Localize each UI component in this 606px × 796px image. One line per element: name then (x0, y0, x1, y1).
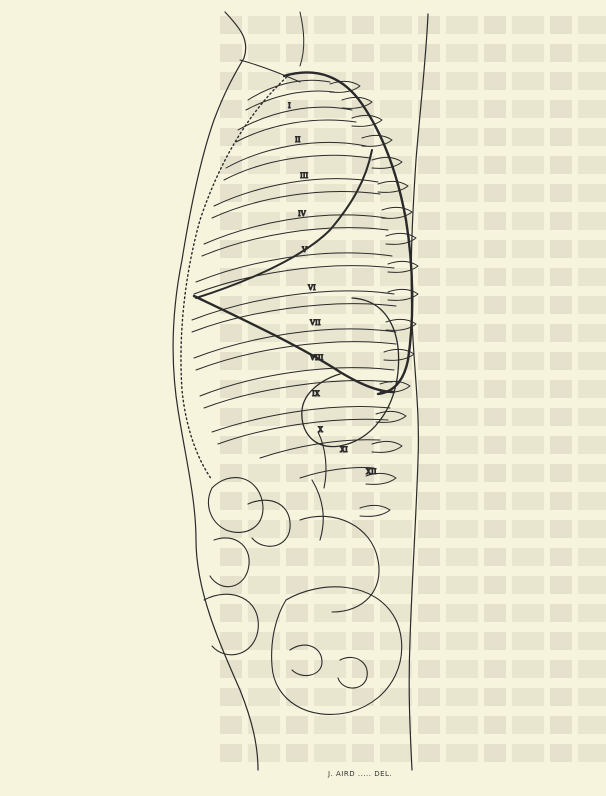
body-back-outline (409, 14, 428, 770)
rib-8 (194, 329, 396, 358)
rib-label-9: IX (312, 390, 320, 398)
rib-6b (194, 266, 394, 294)
rib-label-8: VIII (309, 354, 324, 362)
rib-label-6: VI (307, 284, 316, 292)
rib-label-1: I (288, 102, 291, 110)
rib-11 (260, 440, 380, 458)
rib-label-2: II (295, 136, 301, 144)
rib-7 (192, 291, 394, 320)
rib-label-12: XII (366, 468, 377, 476)
pelvis-outline (272, 587, 402, 715)
rib-label-5: V (301, 246, 308, 254)
rib-label-4: IV (298, 210, 307, 218)
anterior-dotted-margin (181, 74, 290, 480)
rib-label-3: III (300, 172, 309, 180)
rib-9 (200, 368, 394, 396)
rib-12 (300, 467, 374, 478)
rib-2 (238, 107, 352, 130)
rib-5 (204, 215, 386, 244)
rib-label-7: VII (309, 319, 321, 327)
rib-5b (202, 228, 388, 256)
lung-lower-border (194, 296, 394, 392)
rib-cage (192, 80, 396, 478)
illustrator-signature: J. AIRD ..... DEL. (328, 770, 392, 778)
rib-4 (214, 179, 378, 206)
rib-1 (248, 80, 330, 100)
rib-7b (192, 304, 396, 332)
rib-label-11: XI (340, 446, 348, 454)
rib-label-10: X (318, 426, 323, 434)
pelvic-foramen (290, 645, 322, 675)
fissure-line (196, 150, 372, 298)
neck-outline (300, 12, 304, 66)
shoulder-line (240, 60, 300, 82)
